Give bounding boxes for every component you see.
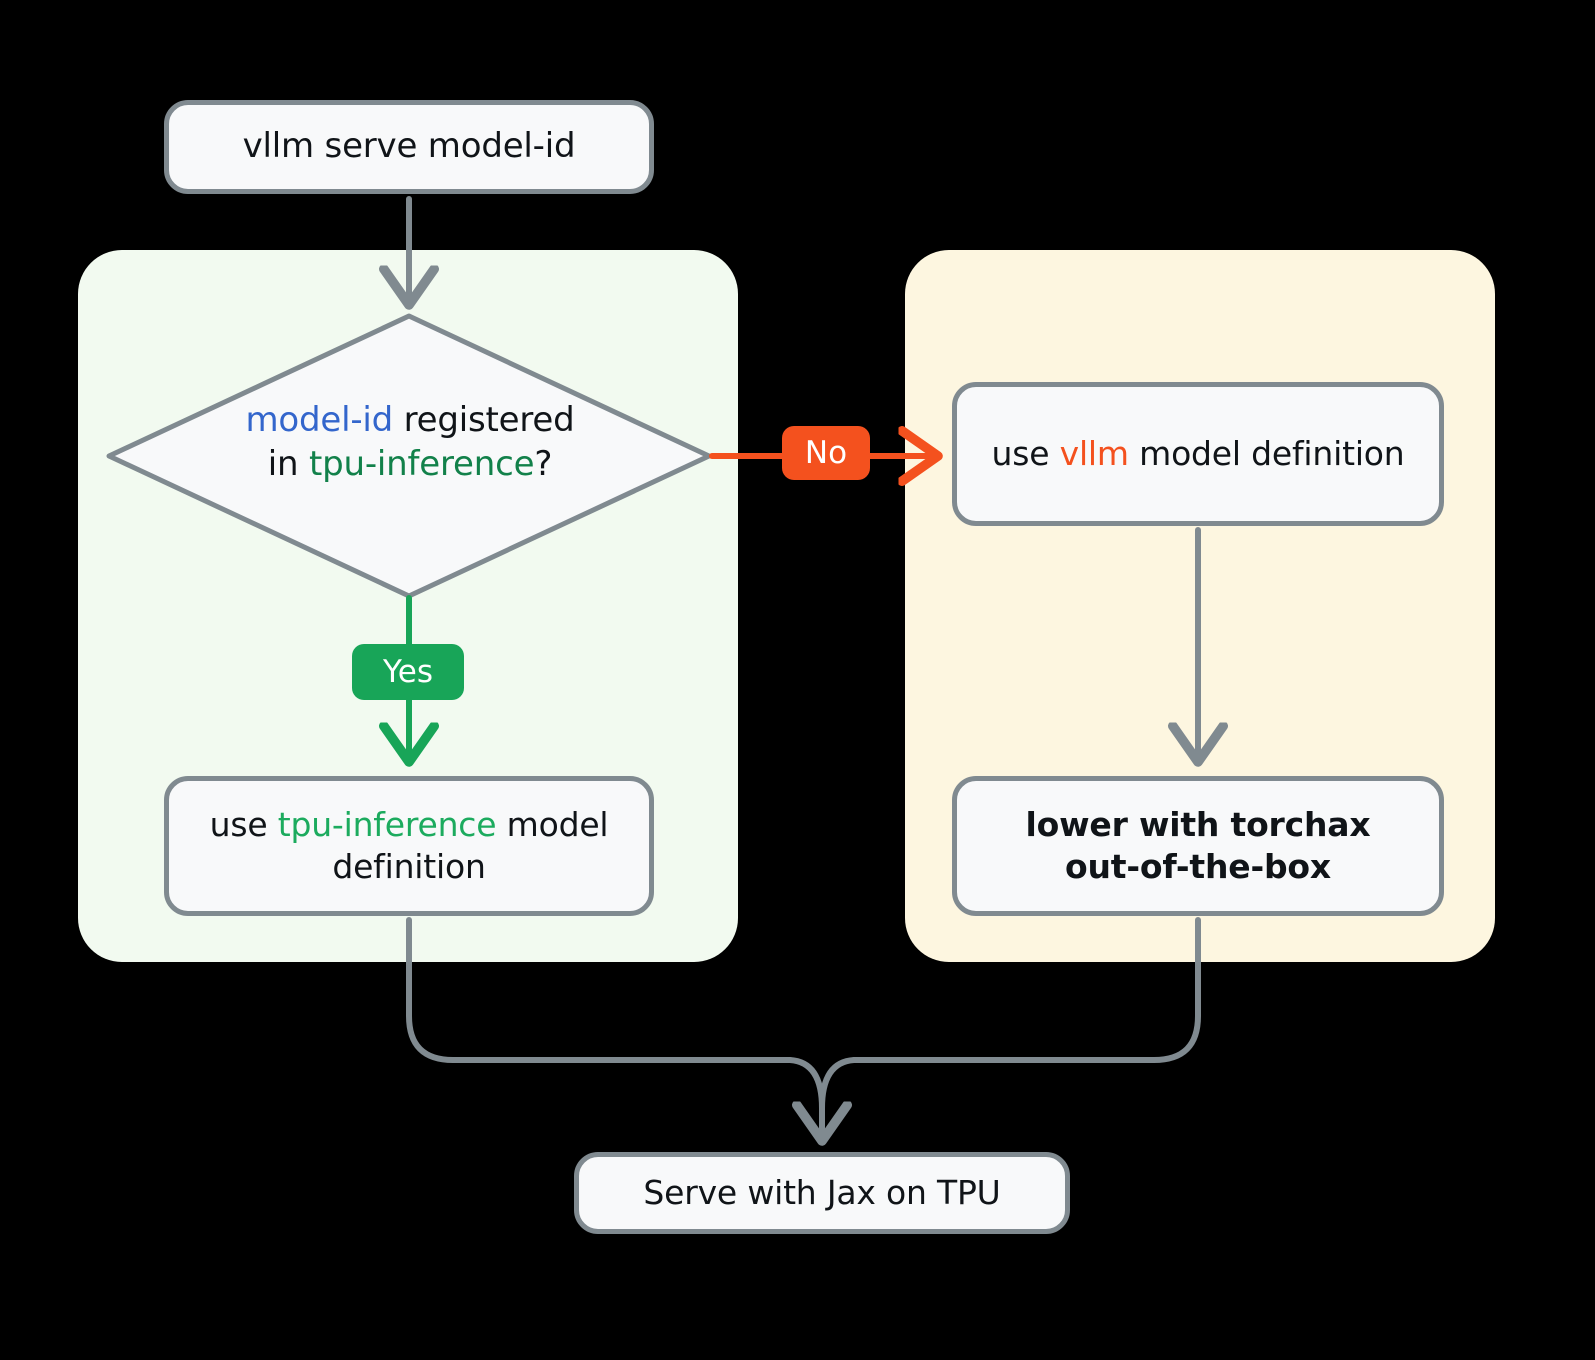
token-vllm: vllm <box>1059 433 1129 473</box>
node-use-vllm-label: use vllm model definition <box>974 433 1423 475</box>
edge-label-yes: Yes <box>352 644 464 700</box>
node-use-tpu-inference[interactable]: use tpu-inference model definition <box>164 776 654 916</box>
decision-label-line2: in tpu-inference? <box>180 442 640 486</box>
edge-label-no: No <box>782 426 870 480</box>
edge-merge-right-curve <box>819 1057 857 1111</box>
token-tpu-inference: tpu-inference <box>309 444 535 485</box>
right-vllm-prefix: use <box>991 433 1060 473</box>
node-serve-with-jax[interactable]: Serve with Jax on TPU <box>574 1152 1070 1234</box>
edge-label-no-text: No <box>804 435 848 471</box>
decision-line2-prefix: in <box>267 444 309 485</box>
decision-line1-rest: registered <box>393 400 575 440</box>
node-use-vllm-definition[interactable]: use vllm model definition <box>952 382 1444 526</box>
node-start-command[interactable]: vllm serve model-id <box>164 100 654 194</box>
decision-line2-suffix: ? <box>534 444 553 485</box>
edge-label-yes-text: Yes <box>382 654 434 690</box>
lower-line1: lower with torchax <box>1025 804 1371 844</box>
decision-label: model-id registered in tpu-inference? <box>180 398 640 486</box>
edge-merge-left-curve <box>787 1057 825 1143</box>
node-serve-with-jax-label: Serve with Jax on TPU <box>643 1172 1001 1212</box>
left-result-suffix: model definition <box>332 804 609 886</box>
token-tpu-inference: tpu-inference <box>277 804 497 844</box>
token-model-id: model-id <box>245 400 394 440</box>
lower-line2: out-of-the-box <box>1065 847 1331 886</box>
node-start-label: vllm serve model-id <box>242 126 576 167</box>
right-vllm-suffix: model definition <box>1128 433 1405 473</box>
left-result-prefix: use <box>209 804 278 844</box>
decision-label-line1: model-id registered <box>180 398 640 442</box>
node-use-tpu-inference-label: use tpu-inference model definition <box>169 804 649 888</box>
